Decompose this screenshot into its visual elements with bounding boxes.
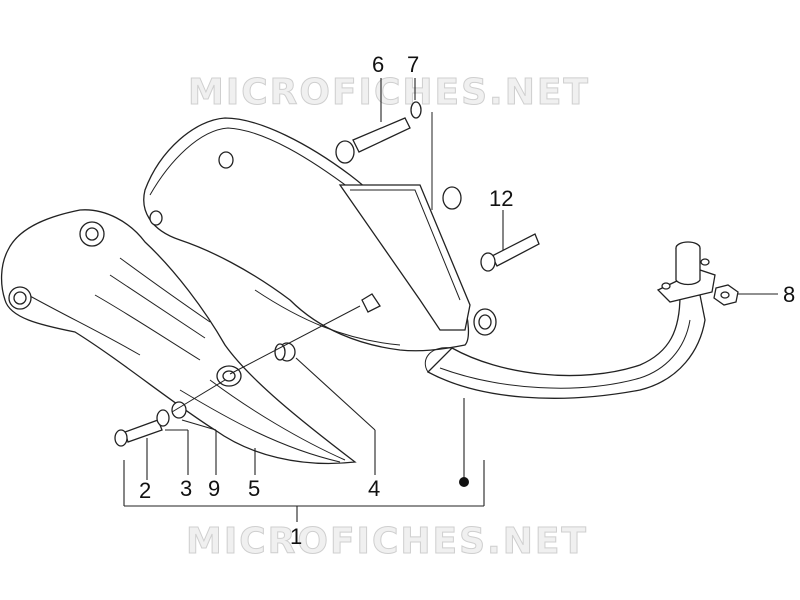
assembly-lines <box>171 112 433 413</box>
heat-shield <box>0 209 357 465</box>
callout-6: 6 <box>372 52 384 77</box>
callout-8: 8 <box>783 282 795 307</box>
screw-6 <box>335 117 411 164</box>
callout-12: 12 <box>489 186 513 211</box>
callout-7: 7 <box>407 52 419 77</box>
watermark-top: MICROFICHES.NET <box>188 72 590 113</box>
callout-2: 2 <box>139 478 151 503</box>
washer-4b <box>274 343 286 361</box>
assembly-dot <box>459 477 469 487</box>
washer-3 <box>156 409 170 427</box>
nut-8 <box>713 284 739 306</box>
exhaust-pipe <box>424 241 716 399</box>
callout-3: 3 <box>180 476 192 501</box>
callout-5: 5 <box>248 476 260 501</box>
leader-lines <box>123 78 778 522</box>
callout-9: 9 <box>208 476 220 501</box>
spacer-4 <box>361 293 381 313</box>
screw-2 <box>114 419 163 447</box>
screw-12 <box>480 233 540 272</box>
callout-1: 1 <box>290 524 302 549</box>
muffler-body <box>143 117 497 352</box>
washer-7 <box>410 101 422 119</box>
watermark-bottom: MICROFICHES.NET <box>186 521 588 562</box>
callout-4: 4 <box>368 476 380 501</box>
